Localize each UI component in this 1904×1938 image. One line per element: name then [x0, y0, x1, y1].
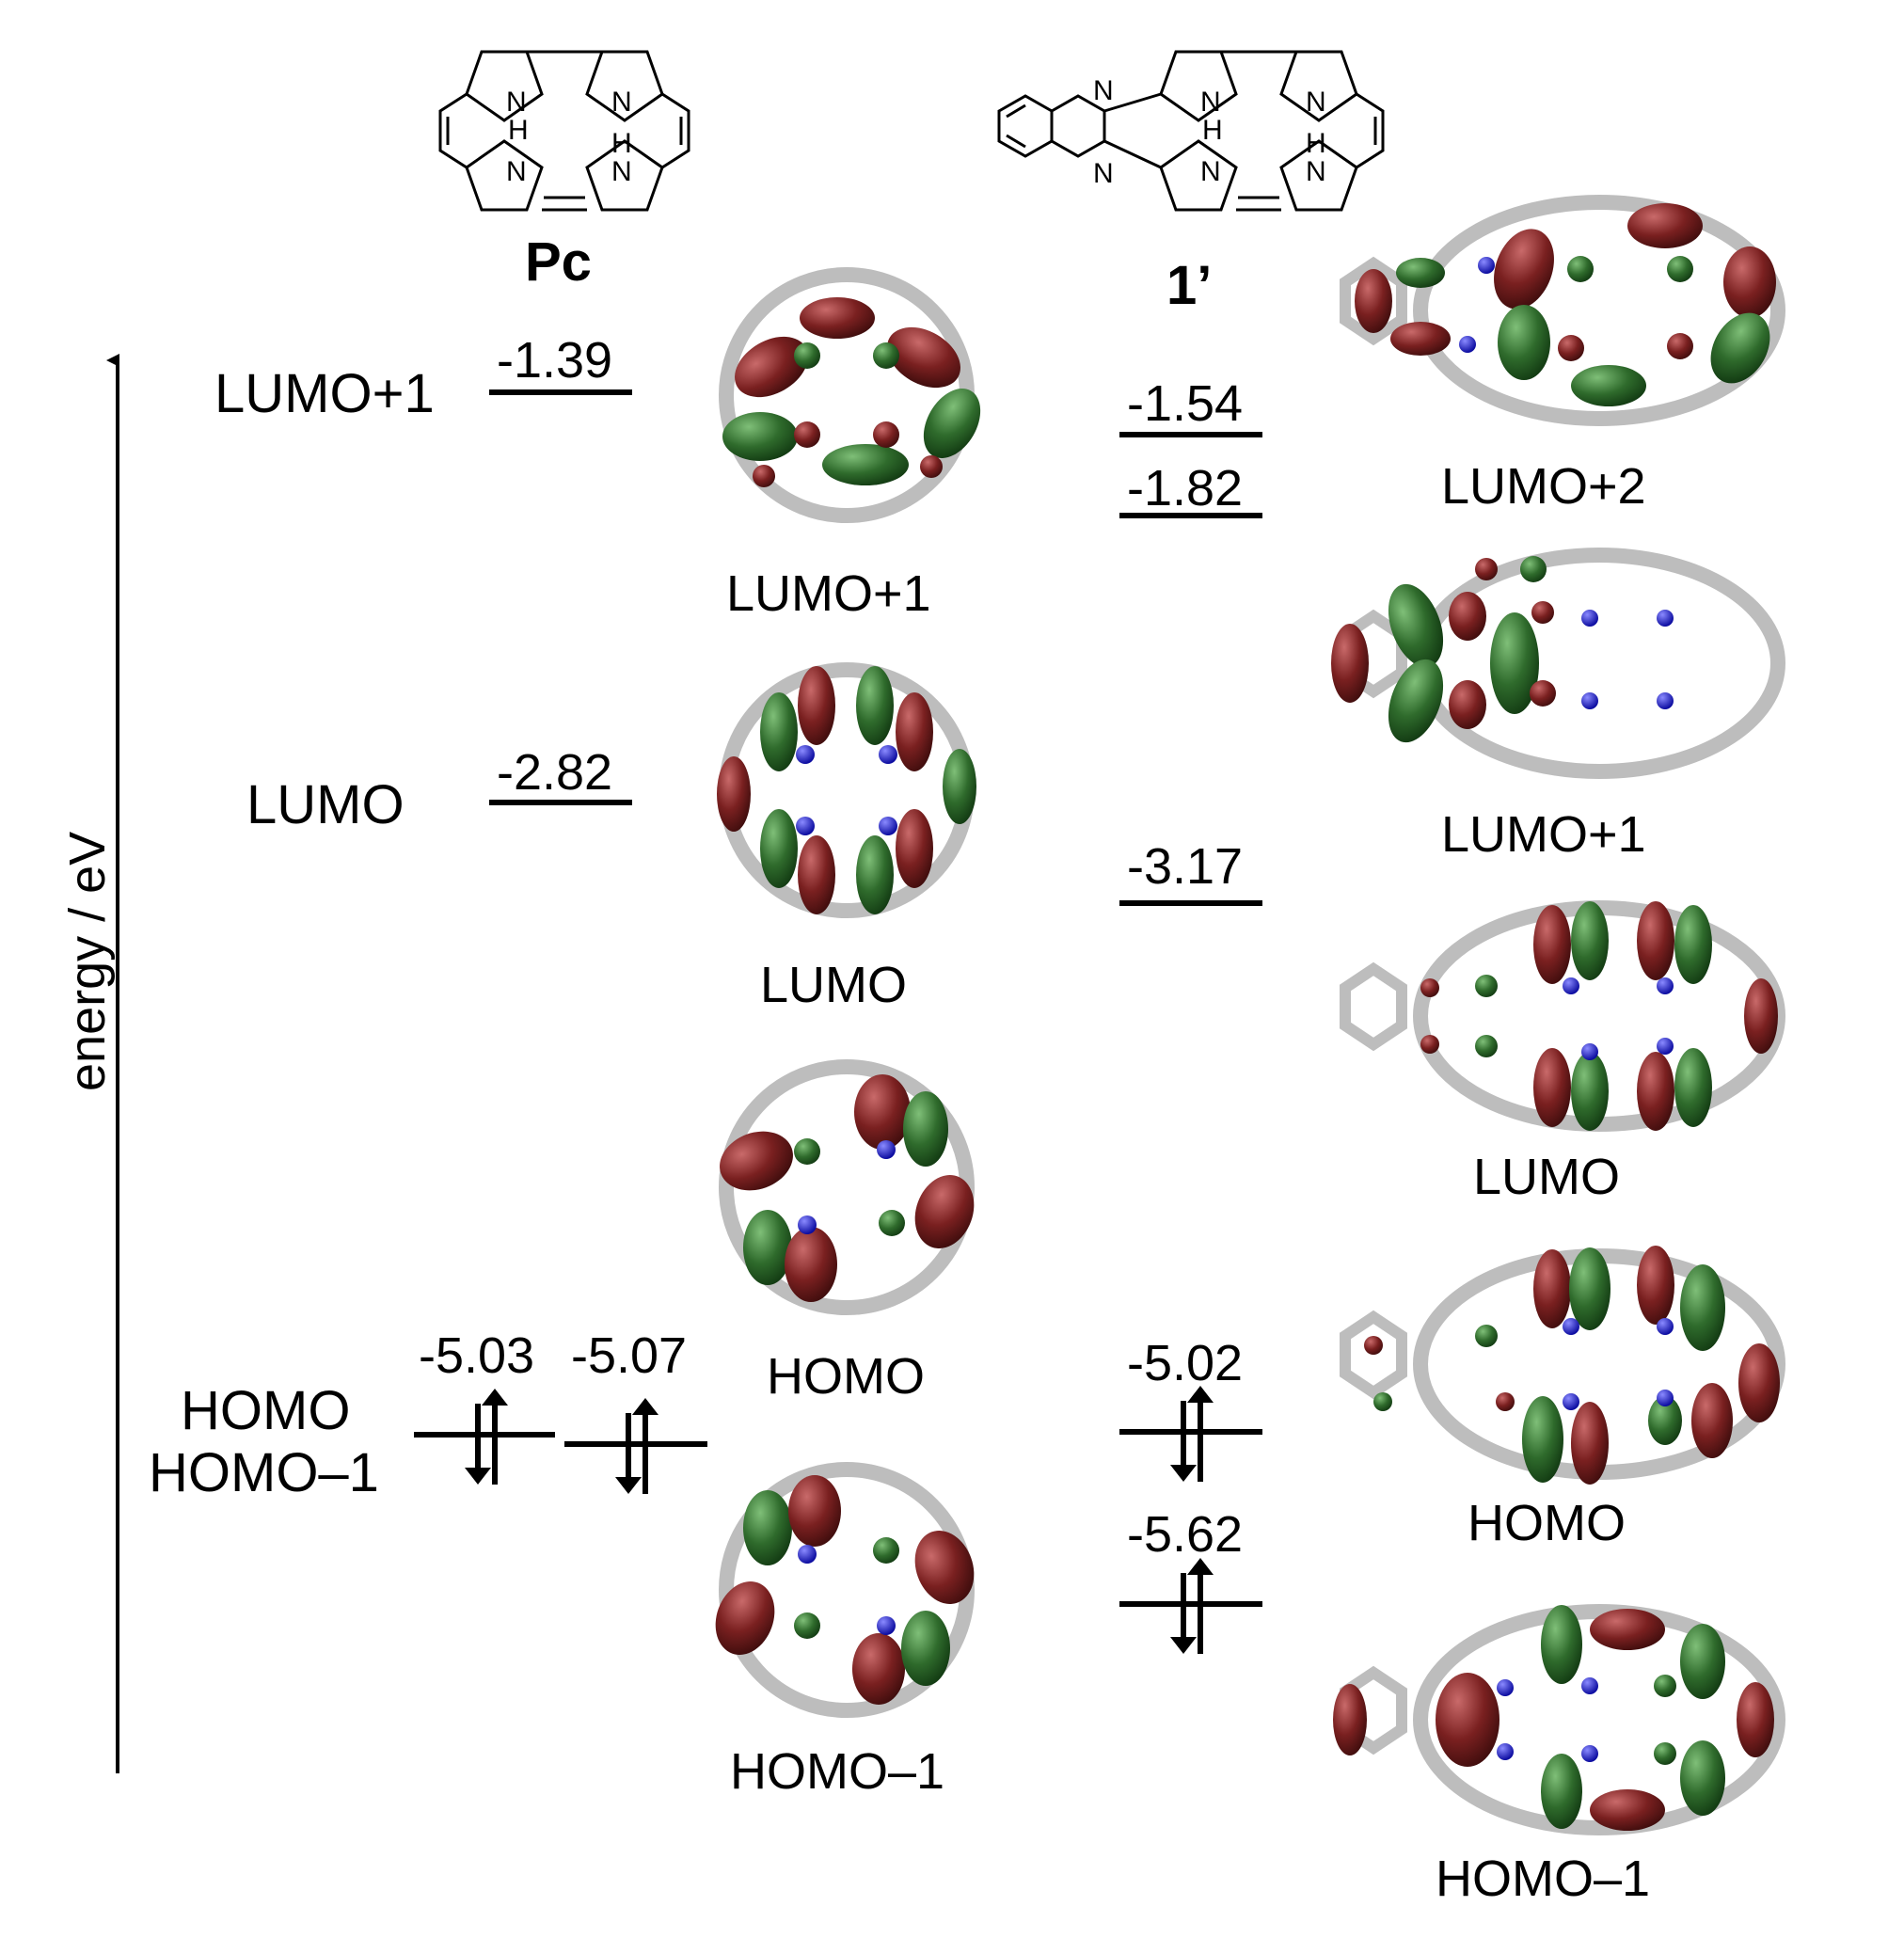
level-label-lumo: LUMO — [246, 774, 405, 835]
compound-1-levels — [1119, 432, 1262, 1607]
c1-lumo-energy: -3.17 — [1127, 838, 1244, 895]
c1-lumo-plus-1-caption: LUMO+1 — [1441, 806, 1646, 863]
pc-atom-n: N — [611, 87, 632, 118]
c1-atom-n: N — [1093, 75, 1114, 106]
electron-pairs — [465, 1386, 1214, 1654]
pc-lumo-energy: -2.82 — [497, 744, 613, 801]
c1-atom-n: N — [1306, 87, 1326, 118]
pc-lumo-orbital — [717, 662, 976, 918]
c1-lumo-orbital — [1340, 900, 1785, 1132]
pc-atom-h: H — [611, 128, 632, 159]
c1-lumo-plus-1-energy: -1.82 — [1127, 460, 1244, 516]
pc-atom-h: H — [508, 115, 529, 146]
pc-levels — [414, 389, 707, 1447]
pc-lumo-plus-1-orbital — [719, 267, 981, 523]
energy-axis-title: energy / eV — [59, 831, 116, 1091]
c1-homo-minus-1-orbital — [1333, 1604, 1785, 1835]
pc-homo-minus-1-electrons — [615, 1398, 658, 1494]
c1-atom-n: N — [1200, 87, 1221, 118]
pc-lumo-plus-1-caption: LUMO+1 — [726, 565, 931, 622]
c1-atom-n: N — [1200, 156, 1221, 187]
c1-homo-minus-1-caption: HOMO–1 — [1436, 1851, 1651, 1907]
level-label-lumo-plus-1: LUMO+1 — [214, 363, 435, 424]
pc-homo-minus-1-caption: HOMO–1 — [730, 1743, 945, 1800]
c1-homo-electrons — [1170, 1386, 1214, 1482]
compound-1-label: 1’ — [1166, 255, 1213, 316]
c1-atom-h: H — [1202, 115, 1223, 146]
c1-lumo-plus-2-energy: -1.54 — [1127, 375, 1244, 432]
pc-structure — [438, 50, 690, 212]
pc-homo-orbital — [719, 1059, 975, 1315]
pc-homo-caption: HOMO — [767, 1348, 925, 1405]
pc-homo-minus-1-energy: -5.07 — [571, 1327, 688, 1384]
level-label-homo: HOMO — [181, 1380, 351, 1441]
c1-lumo-plus-1-orbital — [1331, 548, 1785, 779]
c1-homo-minus-1-electrons — [1170, 1558, 1214, 1654]
c1-lumo-plus-2-caption: LUMO+2 — [1441, 458, 1646, 515]
c1-lumo-caption: LUMO — [1473, 1149, 1621, 1205]
c1-homo-caption: HOMO — [1468, 1495, 1626, 1551]
pc-lumo-plus-1-energy: -1.39 — [497, 332, 613, 389]
pc-lumo-caption: LUMO — [760, 957, 908, 1013]
compound-1-structure — [997, 50, 1385, 212]
pc-compound-label: Pc — [525, 231, 592, 293]
pc-atom-n: N — [611, 156, 632, 187]
pc-homo-electrons — [465, 1389, 508, 1485]
pc-homo-minus-1-orbital — [715, 1462, 975, 1718]
c1-homo-energy: -5.02 — [1127, 1335, 1244, 1391]
c1-atom-n: N — [1306, 156, 1326, 187]
level-label-homo-minus-1: HOMO–1 — [149, 1442, 379, 1503]
c1-homo-orbital — [1340, 1246, 1785, 1485]
pc-homo-energy: -5.03 — [419, 1327, 535, 1384]
c1-lumo-plus-2-orbital — [1340, 195, 1785, 426]
pc-atom-n: N — [506, 156, 527, 187]
c1-atom-h: H — [1306, 128, 1326, 159]
c1-atom-n: N — [1093, 158, 1114, 189]
c1-homo-minus-1-energy: -5.62 — [1127, 1506, 1244, 1563]
pc-atom-n: N — [506, 87, 527, 118]
